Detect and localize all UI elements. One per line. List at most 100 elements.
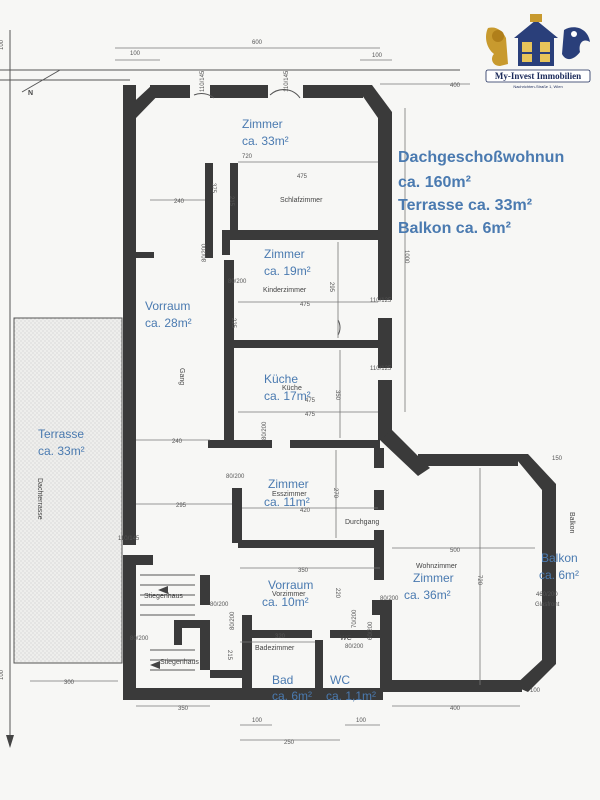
opening-size-label: 460/200 <box>536 592 558 598</box>
room-area: ca. 11m² <box>264 495 310 509</box>
opening-size-label: 110/145 <box>200 70 206 92</box>
dimension-label: 100 <box>356 718 367 724</box>
dimension-label: 350 <box>178 706 189 712</box>
opening-size-label: 80/200 <box>380 596 399 602</box>
opening-size-label: 110/145 <box>118 536 140 542</box>
dimension-label: 475 <box>297 174 308 180</box>
logo-name: My-Invest Immobilien <box>495 71 581 81</box>
dimension-label: 475 <box>305 412 316 418</box>
dimension-label: 100 <box>0 39 5 50</box>
logo-subtitle: Nachrichten-Straße 1, Wien <box>513 84 562 89</box>
dimension-label: 270 <box>332 488 338 499</box>
opening-size-label: 80/200 <box>345 644 364 650</box>
room-name: Bad <box>272 673 293 687</box>
room-area: ca. 36m² <box>404 588 451 602</box>
plan-label: WC <box>340 635 352 642</box>
opening-size-label: 80/200 <box>130 636 149 642</box>
room-name: Zimmer <box>268 477 309 491</box>
plan-label: Stiegenhaus <box>160 659 199 666</box>
dimension-label: 720 <box>476 575 482 586</box>
dimension-label: 240 <box>172 439 183 445</box>
opening-size-label: 80/200 <box>262 421 268 440</box>
plan-label: Schlafzimmer <box>280 197 323 204</box>
plan-label: Küche <box>282 385 302 392</box>
room-name: Zimmer <box>242 117 283 131</box>
dimension-label: 500 <box>450 548 461 554</box>
room-area: ca. 28m² <box>145 316 192 330</box>
dimension-label: 295 <box>328 282 334 293</box>
north-indicator: N <box>28 90 33 97</box>
dimension-label: 475 <box>300 302 311 308</box>
dimension-label: 150 <box>552 456 563 462</box>
opening-size-label: 70/200 <box>352 609 358 628</box>
dimension-label: 100 <box>130 51 141 57</box>
opening-size-label: 60/200 <box>368 621 374 640</box>
dimension-label: 400 <box>450 706 461 712</box>
room-name: Terrasse <box>38 427 84 441</box>
room-area: ca. 6m² <box>539 568 579 582</box>
summary-balcony: Balkon ca. 6m² <box>398 220 511 237</box>
summary-title: Dachgeschoßwohnun <box>398 149 564 166</box>
dimension-label: 300 <box>64 680 75 686</box>
dimension-label: 100 <box>0 669 5 680</box>
dimension-label: 220 <box>334 588 340 599</box>
room-area: ca. 33m² <box>242 134 289 148</box>
opening-size-label: 80/200 <box>230 611 236 630</box>
house-icon <box>514 14 558 66</box>
plan-label: Stiegenhaus <box>144 593 183 600</box>
dimension-label: 350 <box>298 568 309 574</box>
plan-label: Glasfront <box>535 602 560 608</box>
plan-label: Dachterrasse <box>36 478 43 520</box>
plan-label: Durchgang <box>345 519 379 526</box>
room-area: ca. 19m² <box>264 264 311 278</box>
summary-total: ca. 160m² <box>398 174 471 191</box>
dimension-label: 295 <box>176 503 187 509</box>
company-logo: My-Invest Immobilien Nachrichten-Straße … <box>485 14 591 89</box>
dimension-label: 250 <box>284 740 295 746</box>
room-area: ca. 10m² <box>262 595 309 609</box>
room-area: ca. 17m² <box>264 389 311 403</box>
dimension-label: 720 <box>242 154 253 160</box>
room-area: ca. 33m² <box>38 444 85 458</box>
room-name: Balkon <box>541 551 578 565</box>
opening-size-label: 80/200 <box>202 243 208 262</box>
plan-label: Kinderzimmer <box>263 287 307 294</box>
lion-icon <box>486 27 508 66</box>
room-area: ca. 6m² <box>272 689 312 703</box>
opening-size-label: 110/125 <box>370 298 392 304</box>
plan-label: Wohnzimmer <box>416 563 458 570</box>
dimension-label: 100 <box>252 718 263 724</box>
plan-label: Balkon <box>568 512 575 534</box>
room-name: WC <box>330 673 350 687</box>
dimension-label: 100 <box>530 688 541 694</box>
room-name: Zimmer <box>264 247 305 261</box>
terrace-area <box>14 318 122 663</box>
dimension-label: 600 <box>252 40 263 46</box>
plan-label: Badezimmer <box>255 645 295 652</box>
summary-terrace: Terrasse ca. 33m² <box>398 197 532 214</box>
dimension-label: 215 <box>228 196 234 207</box>
dimension-label: 100 <box>372 53 383 59</box>
opening-size-label: 80/200 <box>210 602 229 608</box>
opening-size-label: 80/200 <box>226 474 245 480</box>
opening-size-label: 80/200 <box>228 279 247 285</box>
plan-label: Vorzimmer <box>272 591 306 598</box>
room-area: ca. 1,1m² <box>326 689 376 703</box>
dimension-label: 375 <box>210 183 216 194</box>
dimension-label: 215 <box>226 650 232 661</box>
stairs-icon <box>140 574 195 671</box>
plan-label: Gang <box>178 368 185 385</box>
plan-label: Esszimmer <box>272 491 307 498</box>
opening-size-label: 110/125 <box>370 366 392 372</box>
dimension-label: 350 <box>334 390 340 401</box>
dimension-label: 225 <box>230 318 236 329</box>
room-name: Zimmer <box>413 571 454 585</box>
dimension-label: 320 <box>275 634 286 640</box>
room-name: Küche <box>264 372 298 386</box>
room-name: Vorraum <box>145 299 190 313</box>
dimension-label: 400 <box>450 83 461 89</box>
opening-size-label: 110/145 <box>284 70 290 92</box>
dimension-label: 1000 <box>403 250 409 264</box>
dimension-label: 475 <box>305 398 316 404</box>
